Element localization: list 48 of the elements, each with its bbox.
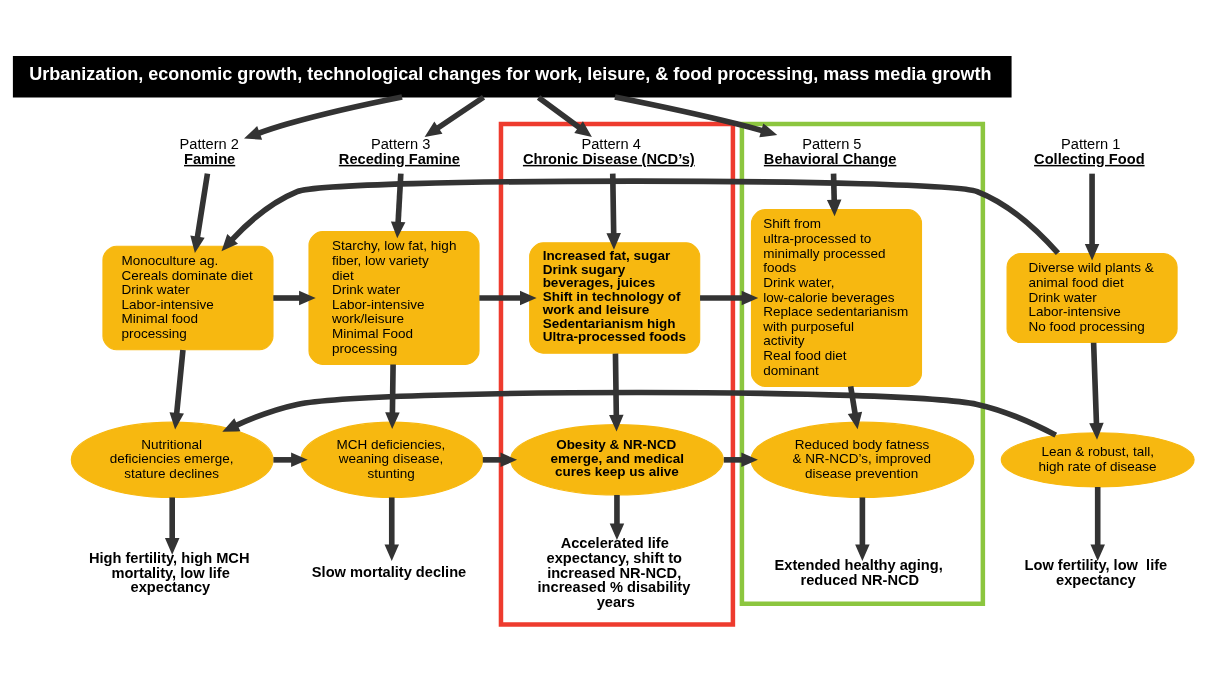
arrow [384,496,400,561]
node-ellipse: MCH deficiencies, weaning disease, stunting [300,421,484,498]
node-text: Slow mortality decline [311,563,467,580]
node-ellipse: Reduced body fatness & NR-NCD’s, improved disease prevention [750,421,975,498]
arrow [1089,342,1104,440]
node-text: Extended healthy aging, reduced NR-NCD [774,556,943,588]
node-ellipse: Nutritional deficiencies emerge, stature declines [70,421,274,498]
arrow [1084,173,1100,260]
arrow [385,363,400,429]
node-text: Pattern 4 Chronic Disease (NCD’s) [522,135,695,167]
arrow [536,94,592,137]
node-box: Starchy, low fat, high fiber, low variety diet Drink water Labor-intensive work/leisure Minimal Food processing [308,230,480,365]
node-text: Accelerated life expectancy, shift to increased NR-NCD, increased % disability years [537,534,691,610]
arrow [847,385,863,429]
arrow [482,452,518,467]
arrow [390,173,406,238]
arrow [606,173,621,250]
node-box: Monoculture ag. Cereals dominate diet Drink water Labor-intensive Minimal food processing [102,245,274,350]
node-text: Pattern 5 Behavioral Change [763,135,897,167]
arrow [424,94,486,137]
arrow [609,353,624,431]
node-box: Urbanization, economic growth, technological changes for work, leisure, & food processing, mass media growth [12,55,1012,98]
node-text: Pattern 2 Famine [179,135,239,167]
arrow [614,93,778,137]
arrow [169,349,186,429]
arrow [273,290,316,305]
node-text: High fertility, high MCH mortality, low life expectancy [88,549,250,595]
node-text: Pattern 3 Receding Famine [338,135,460,167]
arrow [190,172,211,253]
arrow [222,389,1058,438]
arrow [723,452,758,467]
arrow [609,494,625,540]
node-ellipse: Lean & robust, tall, high rate of disease [1000,431,1195,488]
arrow [164,496,180,555]
node-box: Shift from ultra-processed to minimally processed foods Drink water, low-calorie beverages Replace sedentarianism with purposeful activity Real food diet dominant [750,208,923,387]
node-ellipse: Obesity & NR-NCD emerge, and medical cures keep us alive [509,423,724,496]
arrow [479,290,537,305]
node-text: Low fertility, low life expectancy [1024,556,1168,588]
arrow [244,93,403,140]
arrow [826,173,842,216]
arrow [855,496,870,561]
arrow [221,177,1061,255]
node-box: Diverse wild plants & animal food diet Drink water Labor-intensive No food processing [1006,252,1178,343]
node-box: Increased fat, sugar Drink sugary beverages, juices Shift in technology of work and leisure Sedentarianism high Ultra-processed foods [529,241,701,354]
node-text: Pattern 1 Collecting Food [1034,135,1145,167]
arrow [1090,486,1105,561]
arrow [273,452,308,467]
arrow [700,290,759,305]
